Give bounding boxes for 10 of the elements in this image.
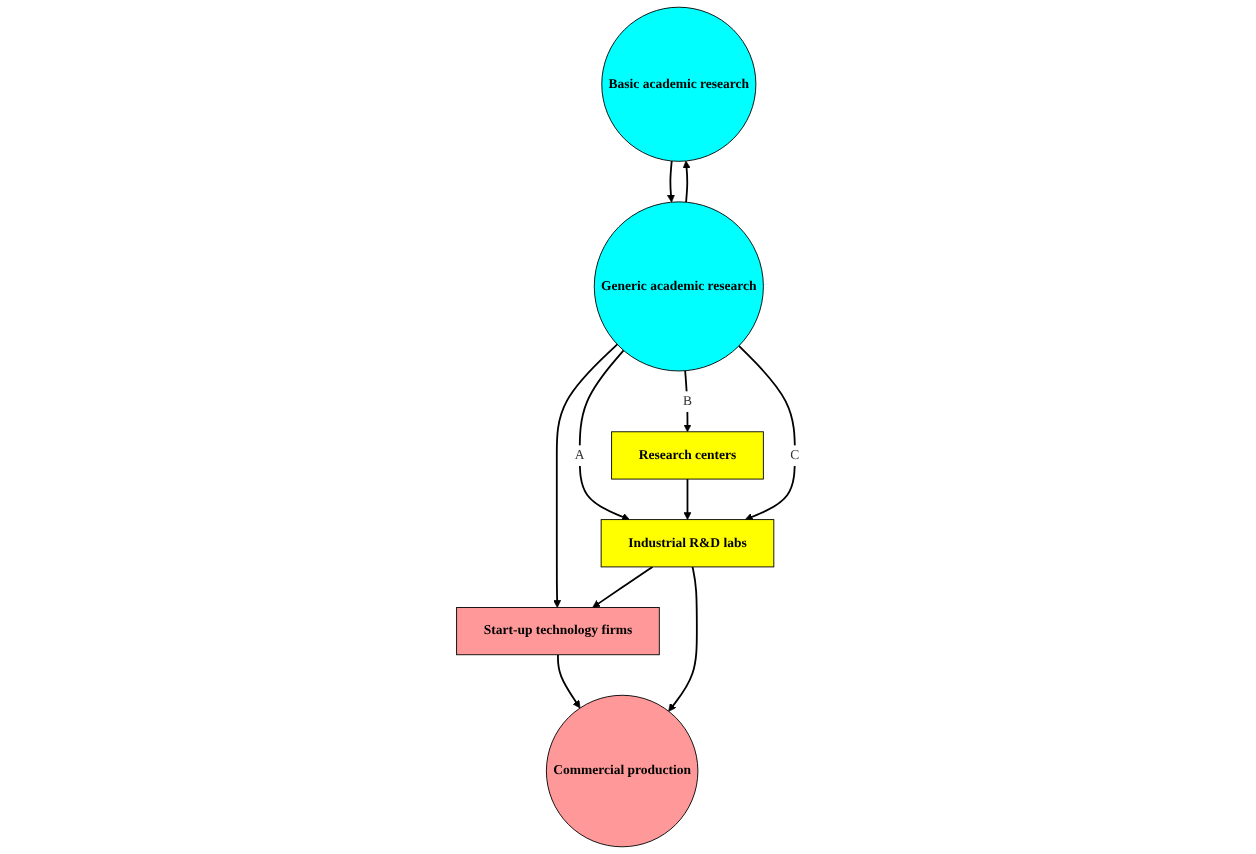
arrow: [667, 160, 675, 203]
arrow: [668, 566, 698, 712]
arrow: [683, 478, 692, 520]
arrow: [557, 653, 581, 709]
arrow: [553, 343, 619, 608]
arrow: [578, 349, 630, 521]
arrow: [738, 345, 796, 521]
arrow: [682, 160, 691, 204]
arrow: [592, 566, 654, 608]
arrow: [683, 369, 692, 433]
